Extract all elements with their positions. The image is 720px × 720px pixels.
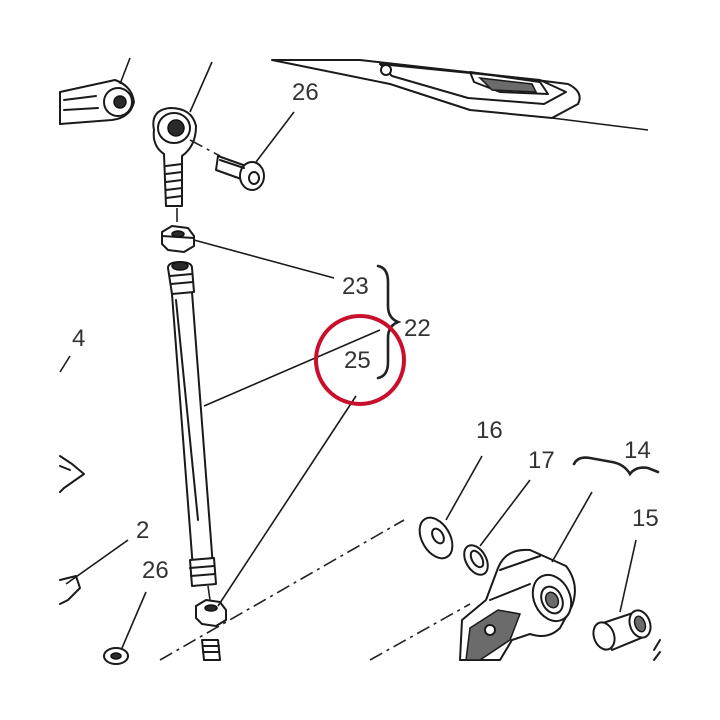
bolt-axis (189, 139, 221, 157)
rod-axis-lower (207, 585, 211, 601)
oring-17 (463, 544, 489, 576)
nut-23-upper (161, 225, 195, 253)
callout-14: 14 (624, 437, 651, 464)
pivot-axis-right (369, 603, 471, 661)
callout-4: 4 (72, 325, 85, 352)
leader-16 (445, 455, 483, 521)
callout-16: 16 (476, 417, 503, 444)
leader-25 (217, 395, 357, 607)
bracket-14 (572, 456, 660, 477)
leader-frame (551, 117, 649, 131)
left-bracket-4 (59, 455, 85, 493)
rocker-arm-14 (459, 548, 576, 661)
highlight-ring (314, 314, 406, 406)
leader-15 (619, 539, 637, 613)
bolt-26-bottom (103, 647, 129, 665)
nut-lower (195, 599, 227, 627)
leader-upper-arm (119, 57, 131, 85)
bushing-15 (592, 609, 652, 651)
callout-15: 15 (632, 505, 659, 532)
callout-23: 23 (342, 273, 369, 300)
upper-rod-end (152, 107, 197, 207)
leader-26-top (255, 111, 295, 163)
leader-2 (65, 539, 129, 585)
leader-rod (203, 329, 381, 407)
callout-26-top: 26 (292, 79, 319, 106)
callout-25: 25 (344, 347, 371, 374)
leader-rod-end (189, 61, 213, 113)
pivot-axis (159, 519, 405, 661)
washer-16 (418, 516, 454, 560)
callout-17: 17 (528, 447, 555, 474)
frame-plate (271, 59, 581, 119)
leader-17 (479, 479, 531, 547)
leader-23 (193, 239, 335, 279)
upper-lever-arm (59, 79, 135, 125)
bracket-22 (376, 264, 402, 380)
adjustment-rod-25 (167, 261, 217, 587)
bolt-26-top (215, 155, 265, 191)
leader-14 (551, 491, 593, 563)
leader-26-bottom (121, 591, 147, 649)
callout-2: 2 (136, 517, 149, 544)
left-part-2 (59, 575, 81, 605)
lower-rod-end-stub (201, 639, 221, 661)
leader-4 (59, 355, 71, 373)
callout-22: 22 (404, 315, 431, 342)
bushing-right-edge (653, 639, 661, 661)
callout-26-bottom: 26 (142, 557, 169, 584)
